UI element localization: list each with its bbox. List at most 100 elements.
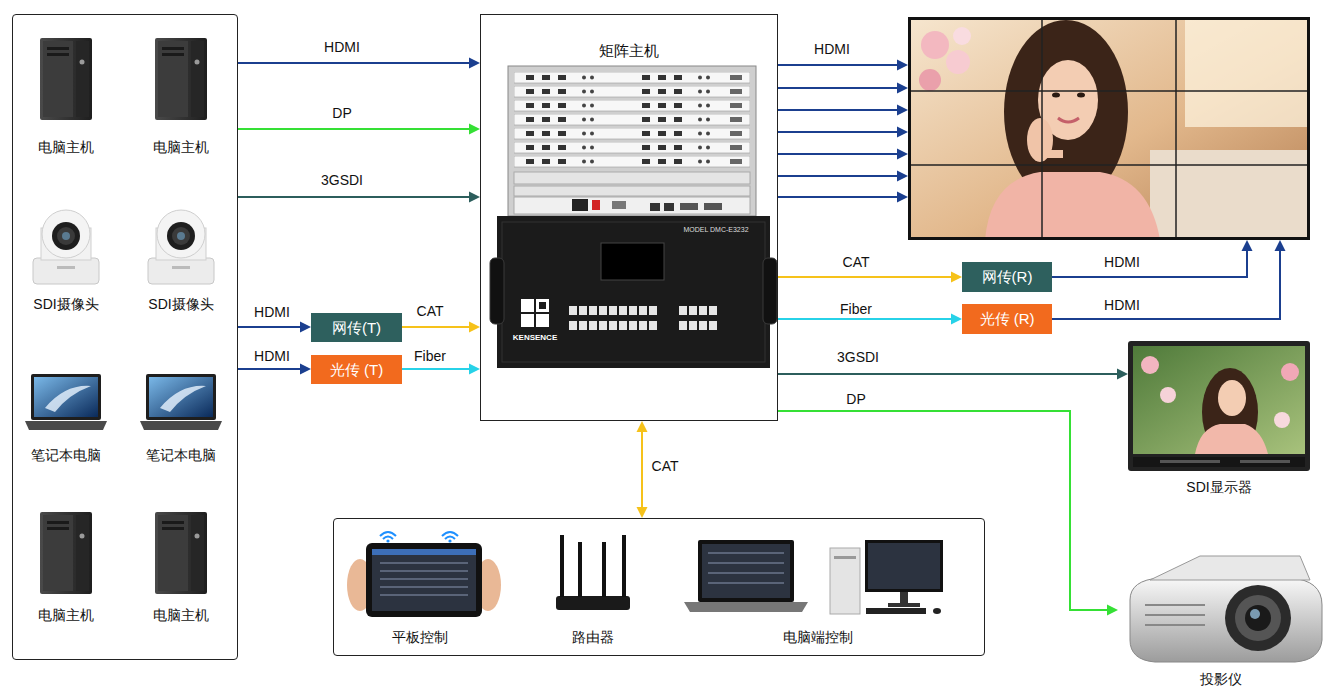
signal-arrow xyxy=(778,105,908,116)
arrow-head xyxy=(897,192,908,203)
projector-picture-part xyxy=(1145,624,1205,626)
monitor-screen-part xyxy=(1274,412,1290,428)
node-text: 电脑主机 xyxy=(153,606,209,624)
signal-line xyxy=(778,153,900,155)
video-wall xyxy=(908,17,1310,240)
video-wall-picture-part xyxy=(1037,150,1063,158)
pc-tower xyxy=(40,512,92,594)
node-text: 笔记本电脑 xyxy=(146,446,216,464)
control-devices-part xyxy=(830,548,860,614)
monitor-screen-part xyxy=(1281,363,1299,381)
node-text: 笔记本电脑 xyxy=(31,446,101,464)
signal-label: CAT xyxy=(843,254,870,270)
matrix-chassis-part xyxy=(514,172,750,184)
signal-arrow xyxy=(1052,240,1286,319)
signal-arrow xyxy=(778,411,1118,616)
control-devices-part xyxy=(380,532,396,536)
video-wall-picture-part xyxy=(1027,118,1053,162)
control-devices-part xyxy=(372,549,476,555)
signal-line xyxy=(778,318,954,320)
monitor-screen-part xyxy=(1133,346,1305,454)
signal-line xyxy=(778,175,900,177)
matrix-chassis-part xyxy=(497,216,770,368)
transmitter-box: 光传 (T) xyxy=(311,355,402,384)
control-devices-part xyxy=(366,543,482,617)
signal-line xyxy=(778,276,954,278)
control-devices-part xyxy=(383,537,393,540)
control-devices-part xyxy=(708,552,784,554)
control-devices-part xyxy=(865,540,943,592)
signal-label: CAT xyxy=(417,303,444,319)
signal-line xyxy=(1052,248,1280,319)
arrow-head xyxy=(637,421,648,432)
sdi-monitor-picture-part xyxy=(1160,460,1220,463)
video-wall-picture-part xyxy=(908,17,1310,240)
control-devices-part xyxy=(578,542,582,597)
signal-label: Fiber xyxy=(840,301,872,317)
transmitter-box: 网传(T) xyxy=(311,313,402,342)
signal-line xyxy=(238,196,472,198)
monitor-screen-part xyxy=(1202,368,1258,454)
matrix-chassis-part xyxy=(664,203,674,211)
signal-label: 3GSDI xyxy=(321,172,363,188)
control-item: 路由器 xyxy=(545,526,640,646)
monitor-screen-part xyxy=(1195,424,1268,454)
signal-line xyxy=(778,411,1110,610)
projector-picture-part xyxy=(1245,605,1271,631)
projector-picture xyxy=(1130,556,1322,662)
node-text: SDI摄像头 xyxy=(148,295,213,313)
signal-line xyxy=(778,373,1120,375)
node-text: 电脑主机 xyxy=(38,606,94,624)
node-text: 网传(R) xyxy=(982,268,1033,286)
sdi-monitor-picture xyxy=(1128,341,1310,471)
video-wall-picture-part xyxy=(908,164,1310,166)
device-item: 电脑主机 xyxy=(16,506,116,624)
sdi-monitor-picture-part xyxy=(1128,341,1310,471)
signal-line xyxy=(402,326,472,328)
signal-line xyxy=(402,368,472,370)
control-devices-part xyxy=(933,608,941,614)
receiver-box: 光传 (R) xyxy=(962,304,1052,334)
control-devices-part xyxy=(888,603,920,607)
arrow-head xyxy=(469,192,480,203)
pc-tower xyxy=(155,512,207,594)
control-devices-part xyxy=(702,544,790,598)
matrix-chassis-part xyxy=(514,186,750,196)
node-text: 光传 (R) xyxy=(980,310,1035,328)
signal-label: HDMI xyxy=(1104,254,1140,270)
device-item: 电脑主机 xyxy=(131,34,231,156)
model-text: MODEL DMC-E3232 xyxy=(683,226,748,233)
arrow-head xyxy=(951,272,962,283)
matrix-chassis-part xyxy=(490,258,504,324)
signal-line xyxy=(238,326,303,328)
projector-picture-part xyxy=(1225,585,1291,651)
control-devices-part xyxy=(445,537,455,540)
arrow-head xyxy=(1275,240,1286,251)
signal-label: 3GSDI xyxy=(837,349,879,365)
matrix-chassis-part xyxy=(536,314,549,327)
control-item: 电脑端控制 xyxy=(680,526,955,646)
arrow-head xyxy=(897,105,908,116)
matrix-chassis-part xyxy=(521,299,534,312)
matrix-chassis-part xyxy=(678,305,718,335)
video-wall-picture-part xyxy=(1052,93,1060,98)
arrow-head xyxy=(1117,369,1128,380)
control-devices-part xyxy=(475,559,501,611)
node-text: 光传 (T) xyxy=(330,361,383,379)
signal-arrow xyxy=(238,58,480,69)
matrix-chassis-part xyxy=(514,197,750,214)
control-devices-part xyxy=(556,596,630,610)
control-devices-part xyxy=(560,535,564,597)
signal-arrow xyxy=(778,149,908,160)
video-wall-picture-part xyxy=(908,90,1310,92)
matrix-chassis-part xyxy=(601,243,664,280)
node-text: 路由器 xyxy=(572,628,614,646)
matrix-chassis-part xyxy=(508,66,756,216)
signal-line xyxy=(778,196,900,198)
projector-picture-part xyxy=(1145,614,1205,616)
signal-label: CAT xyxy=(652,458,679,474)
signal-line xyxy=(778,87,900,89)
signal-label: DP xyxy=(332,105,351,121)
projector-picture-part xyxy=(1145,604,1205,606)
